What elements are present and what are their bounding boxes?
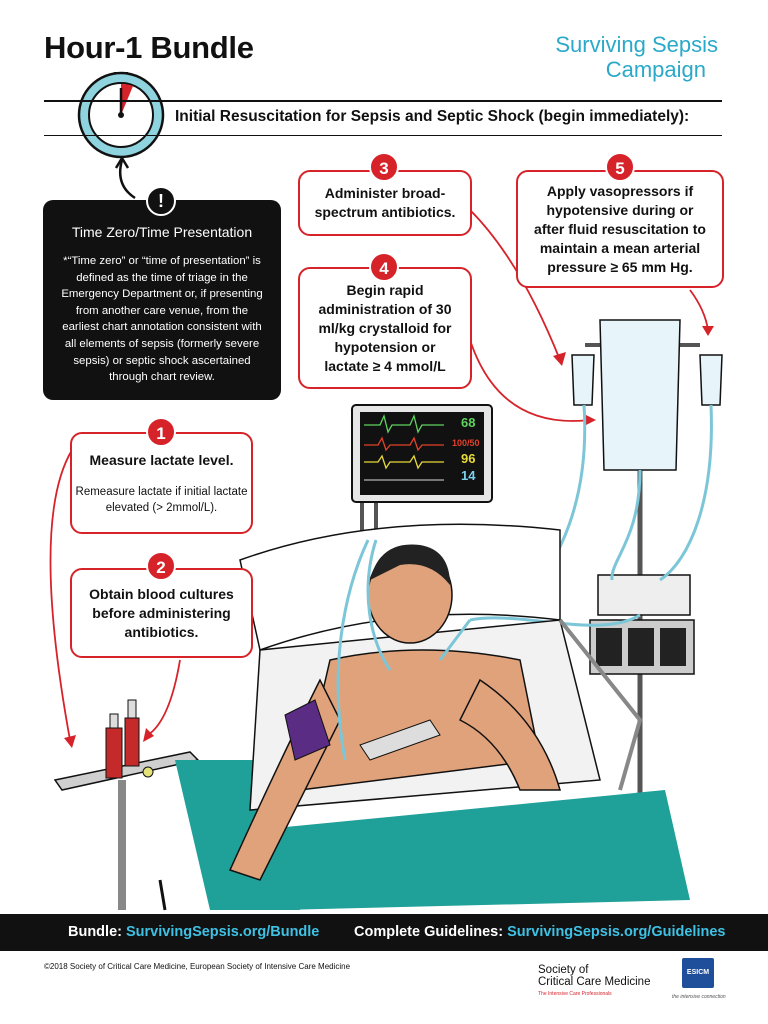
subtitle: Initial Resuscitation for Sepsis and Sep… <box>175 108 690 125</box>
surviving-sepsis-logo: Surviving Sepsis Campaign <box>555 32 718 82</box>
bp-value: 100/50 <box>452 438 480 448</box>
step-4-badge: 4 <box>369 252 399 282</box>
step-2-callout: Obtain blood cultures before administeri… <box>70 568 253 658</box>
arrow-up-icon <box>118 159 136 200</box>
vital-signs-monitor <box>351 404 493 540</box>
hr-value: 68 <box>461 415 475 430</box>
step-1-text: Measure lactate level. <box>89 451 234 468</box>
subtitle-divider <box>44 135 722 136</box>
step-1-subtext: Remeasure lactate if initial lactate ele… <box>75 485 248 514</box>
step-1-badge: 1 <box>146 417 176 447</box>
time-zero-box: Time Zero/Time Presentation *“Time zero”… <box>43 200 281 400</box>
step-5-badge: 5 <box>605 152 635 182</box>
sccm-tagline: The Intensive Care Professionals <box>538 991 612 997</box>
stopwatch-icon <box>77 71 165 159</box>
patient <box>228 544 561 881</box>
spo2-value: 96 <box>461 451 475 466</box>
arrow-step2 <box>147 659 181 736</box>
exclamation-icon: ! <box>146 186 176 216</box>
step-2-badge: 2 <box>146 551 176 581</box>
time-zero-text: *“Time zero” or “time of presentation” i… <box>61 255 263 384</box>
page-title: Hour-1 Bundle <box>44 30 254 65</box>
arrow-step5 <box>689 289 709 331</box>
sccm-logo: Society of Critical Care Medicine The In… <box>538 964 650 1000</box>
step-5-callout: Apply vasopressors if hypotensive during… <box>516 170 724 288</box>
sccm-line2: Critical Care Medicine <box>538 976 651 988</box>
step-3-text: Administer broad-spectrum antibiotics. <box>314 185 456 220</box>
logo-line2: Campaign <box>605 57 706 82</box>
step-4-text: Begin rapid administration of 30 ml/kg c… <box>318 281 452 374</box>
sccm-line1: Society of <box>538 964 589 976</box>
bundle-label: Bundle: <box>68 924 122 940</box>
copyright-text: ©2018 Society of Critical Care Medicine,… <box>44 962 351 971</box>
specimen-tray <box>53 699 200 910</box>
guidelines-link[interactable]: SurvivingSepsis.org/Guidelines <box>507 924 726 940</box>
arrow-step4 <box>469 339 591 422</box>
step-5-text: Apply vasopressors if hypotensive during… <box>534 182 706 275</box>
footer-bar: Bundle: SurvivingSepsis.org/Bundle Compl… <box>0 914 768 951</box>
esicm-logo: ESICM <box>682 958 714 988</box>
step-1-callout: Measure lactate level. Remeasure lactate… <box>70 432 253 534</box>
step-4-callout: Begin rapid administration of 30 ml/kg c… <box>298 267 472 389</box>
iv-pole <box>571 319 723 900</box>
header-divider <box>44 100 722 102</box>
time-zero-heading: Time Zero/Time Presentation <box>71 224 253 240</box>
arrow-step1 <box>49 449 73 741</box>
rr-value: 14 <box>461 468 476 483</box>
step-2-text: Obtain blood cultures before administeri… <box>89 585 234 640</box>
logo-line1: Surviving Sepsis <box>555 32 718 57</box>
bundle-link[interactable]: SurvivingSepsis.org/Bundle <box>126 924 320 940</box>
step-3-badge: 3 <box>369 152 399 182</box>
guidelines-label: Complete Guidelines: <box>354 924 504 940</box>
esicm-tagline: the intensive connection <box>672 994 726 1000</box>
